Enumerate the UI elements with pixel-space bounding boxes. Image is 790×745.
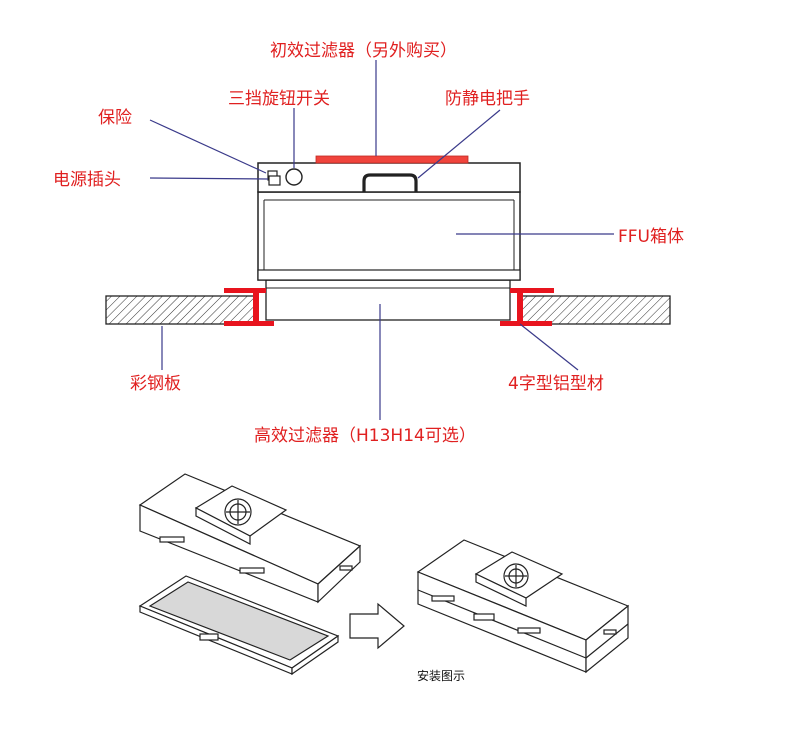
aluminum-profile-left	[224, 288, 274, 326]
pre-filter	[315, 155, 469, 164]
hepa-filter-panel	[138, 575, 340, 676]
power-plug-label: 电源插头	[53, 170, 121, 190]
fuse-label: 保险	[98, 108, 132, 128]
color-steel-plate-label: 彩钢板	[130, 374, 181, 394]
ffu-unit-assembled	[416, 539, 630, 674]
aluminum-profile-label: 4字型铝型材	[508, 374, 604, 394]
ffu-box-label: FFU箱体	[618, 227, 684, 247]
antistatic-handle-icon	[362, 173, 418, 192]
hepa-filter-label: 高效过滤器（H13H14可选）	[254, 426, 476, 446]
antistatic-handle-label: 防静电把手	[445, 89, 530, 109]
hepa-filter-frame	[265, 279, 511, 321]
arrow-icon	[349, 602, 405, 650]
steel-plate-right	[521, 295, 671, 325]
rotary-switch-label: 三挡旋钮开关	[228, 89, 330, 109]
power-plug-icon	[268, 175, 281, 186]
ffu-box	[257, 191, 521, 281]
pre-filter-label: 初效过滤器（另外购买）	[270, 41, 457, 61]
aluminum-profile-right	[500, 288, 554, 326]
ffu-unit-exploded	[138, 473, 362, 604]
install-caption: 安装图示	[417, 668, 465, 683]
steel-plate-left	[105, 295, 259, 325]
cross-section: 初效过滤器（另外购买） 三挡旋钮开关 保险 防静电把手 电源插头 FFU箱体 彩…	[53, 41, 684, 446]
rotary-switch-icon	[285, 168, 303, 186]
leader-lines	[149, 60, 614, 420]
installation-illustration	[138, 473, 630, 676]
